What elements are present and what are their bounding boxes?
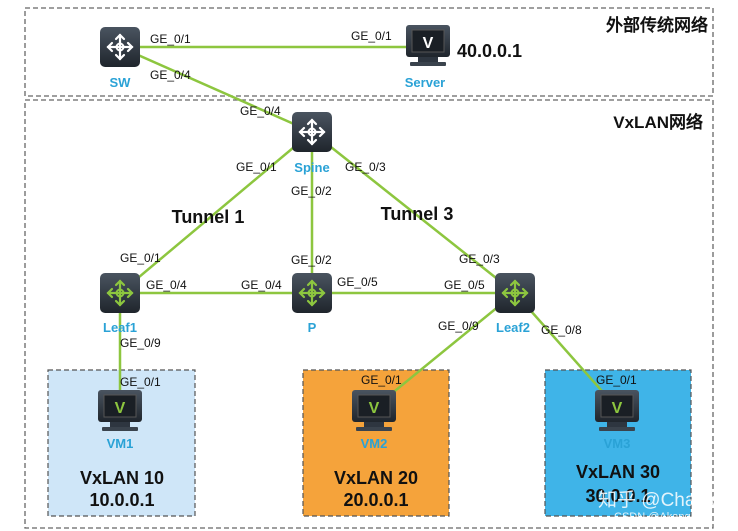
port-sw-server: GE_0/1 xyxy=(150,32,191,46)
vm1-vxlan-id: VxLAN 10 xyxy=(80,468,164,488)
port-leaf2-p: GE_0/5 xyxy=(444,278,485,292)
port-vm1: GE_0/1 xyxy=(120,375,161,389)
sw-label: SW xyxy=(110,75,132,90)
tunnel-3-label: Tunnel 3 xyxy=(381,204,454,224)
external-network-region xyxy=(24,7,714,97)
link-sw-spine xyxy=(119,45,313,134)
vm2-zone xyxy=(302,369,450,517)
server-label: Server xyxy=(405,75,445,90)
port-spine-leaf2: GE_0/3 xyxy=(345,160,386,174)
vm2-vxlan-id: VxLAN 20 xyxy=(334,468,418,488)
vm1-label: VM1 xyxy=(107,436,134,451)
vm2-ip: 20.0.0.1 xyxy=(343,490,408,510)
vxlan-network-title: VxLAN网络 xyxy=(613,112,703,132)
sw-router-icon[interactable] xyxy=(98,25,142,69)
port-sw-spine: GE_0/4 xyxy=(150,68,191,82)
external-network-title: 外部传统网络 xyxy=(606,15,708,35)
vm2-label: VM2 xyxy=(361,436,388,451)
port-leaf2-vm2: GE_0/9 xyxy=(438,319,479,333)
leaf1-label: Leaf1 xyxy=(103,320,137,335)
vm3-monitor-icon[interactable]: V xyxy=(594,389,640,432)
vm3-label: VM3 xyxy=(604,436,631,451)
leaf1-router-icon[interactable] xyxy=(98,271,142,315)
vm3-vxlan-id: VxLAN 30 xyxy=(576,462,660,482)
p-label: P xyxy=(308,320,317,335)
port-spine-p: GE_0/2 xyxy=(291,184,332,198)
port-vm2: GE_0/1 xyxy=(361,373,402,387)
link-leaf2-vm2 xyxy=(373,292,516,409)
spine-label: Spine xyxy=(294,160,329,175)
port-leaf1-p: GE_0/4 xyxy=(146,278,187,292)
leaf2-router-icon[interactable] xyxy=(493,271,537,315)
link-spine-leaf2 xyxy=(311,131,516,294)
vm1-ip: 10.0.0.1 xyxy=(89,490,154,510)
port-p-leaf2: GE_0/5 xyxy=(337,275,378,289)
vxlan-network-region xyxy=(24,99,714,529)
port-leaf1-vm1: GE_0/9 xyxy=(120,336,161,350)
svg-text:V: V xyxy=(612,400,623,417)
server-monitor-icon[interactable]: V xyxy=(405,24,451,67)
tunnel-1-label: Tunnel 1 xyxy=(172,207,245,227)
watermark-csdn: CSDN @AkangBoy xyxy=(614,511,710,523)
port-leaf1-spine: GE_0/1 xyxy=(120,251,161,265)
vm1-monitor-icon[interactable]: V xyxy=(97,389,143,432)
vm2-monitor-icon[interactable]: V xyxy=(351,389,397,432)
port-spine-sw: GE_0/4 xyxy=(240,104,281,118)
port-p-spine: GE_0/2 xyxy=(291,253,332,267)
server-ip: 40.0.0.1 xyxy=(457,41,522,61)
port-leaf2-vm3: GE_0/8 xyxy=(541,323,582,337)
port-leaf2-spine: GE_0/3 xyxy=(459,252,500,266)
spine-router-icon[interactable] xyxy=(290,110,334,154)
port-p-leaf1: GE_0/4 xyxy=(241,278,282,292)
svg-text:V: V xyxy=(423,35,434,52)
watermark-zhihu: 知乎 @Charlie xyxy=(598,489,721,511)
link-spine-leaf1 xyxy=(119,131,313,294)
port-server-sw: GE_0/1 xyxy=(351,29,392,43)
port-spine-leaf1: GE_0/1 xyxy=(236,160,277,174)
p-router-icon[interactable] xyxy=(290,271,334,315)
vm3-ip: 30.0.0.1 xyxy=(585,486,650,506)
port-vm3: GE_0/1 xyxy=(596,373,637,387)
svg-text:V: V xyxy=(115,400,126,417)
leaf2-label: Leaf2 xyxy=(496,320,530,335)
svg-text:V: V xyxy=(369,400,380,417)
